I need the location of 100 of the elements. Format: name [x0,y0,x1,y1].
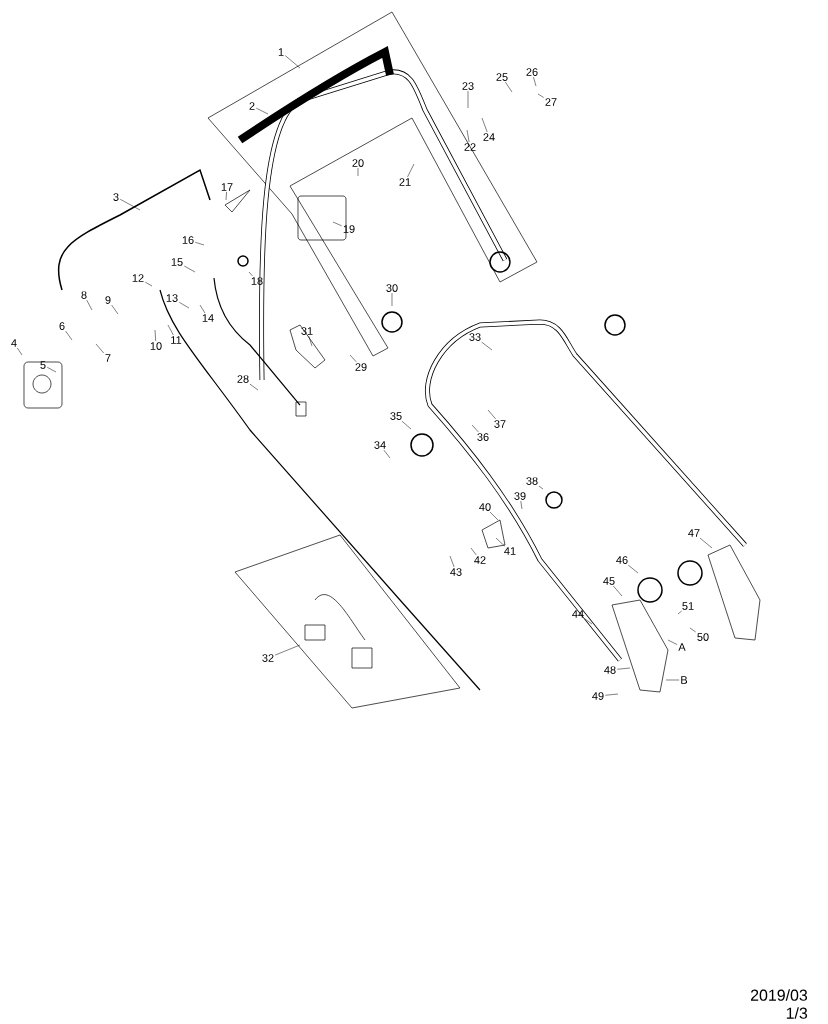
callout-number: 29 [355,363,367,371]
leader-line [665,679,680,681]
callout-number: 38 [526,477,538,485]
callout-number: B [681,676,688,684]
callout-number: 4 [11,339,17,347]
leader-line [628,564,639,574]
callout-number: 41 [504,547,516,555]
leader-line [470,547,477,556]
callout-number: 10 [150,342,162,350]
callout-number: 47 [688,529,700,537]
page-number: 1/3 [786,1007,808,1019]
callout-number: 36 [477,433,489,441]
leader-line [145,281,153,287]
callout-number: 22 [464,143,476,151]
callout-number: 49 [592,692,604,700]
leader-line [449,555,455,568]
leader-line [120,199,141,211]
leader-line [308,335,313,347]
leader-line [537,93,544,98]
callout-number: 15 [171,258,183,266]
leader-line [95,343,104,354]
callout-number: 34 [374,441,386,449]
callout-number: A [678,643,686,651]
callout-number: 31 [301,327,313,335]
leader-line [699,537,713,549]
date-text: 2019/03 [750,989,808,1001]
callout-number: 27 [545,98,557,106]
callout-number: 26 [526,68,538,76]
callout-number: 39 [514,492,526,500]
leader-line [487,409,496,420]
leader-line [401,420,412,430]
callout-number: 19 [343,225,355,233]
callout-number: 1 [278,48,284,56]
callout-number: 33 [469,333,481,341]
leader-line [167,324,174,336]
callout-number: 24 [483,133,495,141]
callout-number: 13 [166,294,178,302]
callout-number: 21 [399,178,411,186]
callout-number: 8 [81,291,87,299]
leader-line [349,354,357,363]
leader-line [481,341,493,351]
callout-number: 35 [390,412,402,420]
leader-line [467,90,469,109]
callout-number: 6 [59,322,65,330]
leader-line [605,693,619,696]
callout-number: 17 [221,183,233,191]
callout-number: 16 [182,236,194,244]
callout-number: 2 [249,102,255,110]
callout-number: 28 [237,375,249,383]
leader-line [275,644,301,656]
callout-number: 51 [682,602,694,610]
leader-line [505,81,513,93]
callout-number: 46 [616,556,628,564]
leader-line [677,610,682,615]
callout-number: 5 [40,361,46,369]
callout-number: 48 [604,666,616,674]
callout-number: 32 [262,654,274,662]
leader-line [617,667,631,670]
callout-number: 25 [496,73,508,81]
leader-line [495,537,505,547]
leader-line [111,304,119,315]
callout-number: 42 [474,556,486,564]
callout-number: 40 [479,503,491,511]
callout-number: 50 [697,633,709,641]
leader-line [357,167,359,177]
leader-line [184,265,196,273]
leader-line [489,511,499,521]
leader-line [584,618,593,625]
leader-line [225,191,227,201]
leader-line [383,449,391,459]
leader-line [256,107,269,115]
leader-line [86,299,93,311]
callout-number: 18 [251,277,263,285]
callout-number: 9 [105,296,111,304]
leader-line [199,304,206,314]
leader-line [332,221,342,227]
callout-number: 45 [603,577,615,585]
leader-line [17,347,23,356]
leader-line [154,329,156,342]
callout-number: 7 [105,354,111,362]
callout-number: 44 [572,610,584,618]
leader-line [667,639,678,645]
leader-line [471,424,479,433]
callout-number: 14 [202,314,214,322]
callout-number: 11 [171,336,182,344]
leader-line [538,485,544,490]
leader-line [481,117,488,133]
callout-number: 23 [462,82,474,90]
leader-line [520,500,523,510]
callout-number: 30 [386,284,398,292]
leader-line [47,367,57,373]
callout-number: 37 [494,420,506,428]
callout-number: 43 [450,568,462,576]
leader-line [179,302,190,309]
leader-line [466,129,470,143]
leader-line [65,330,73,341]
leader-line [195,242,205,246]
callout-number: 12 [132,274,144,282]
leader-line [285,55,301,69]
leader-line [533,76,537,87]
